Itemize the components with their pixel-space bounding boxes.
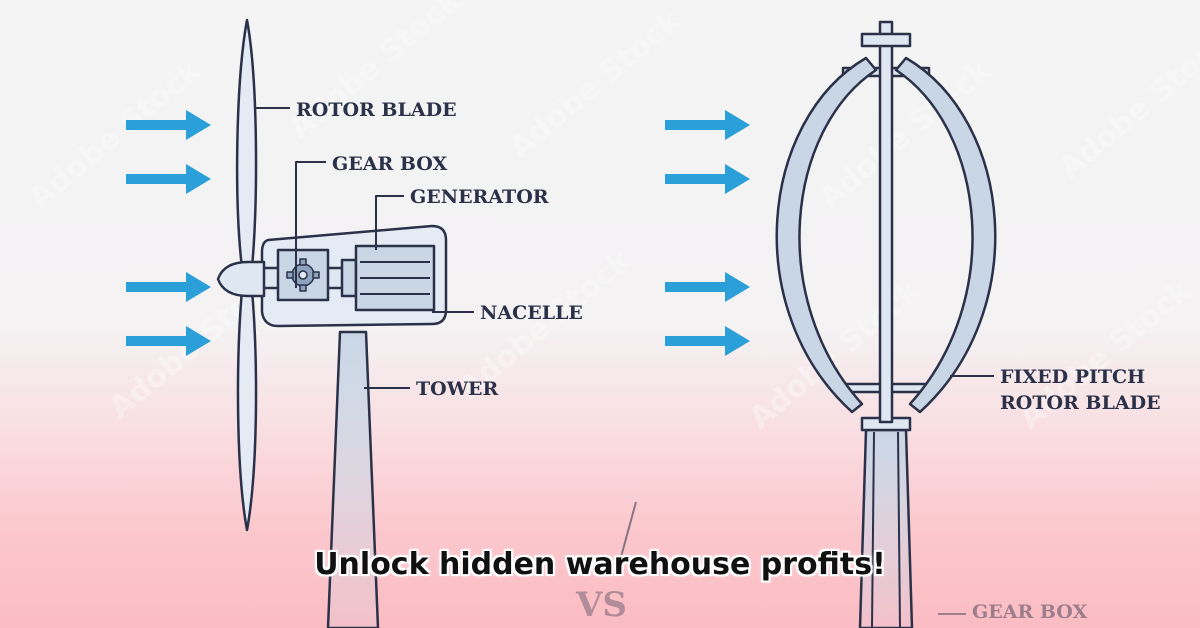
horizontal-turbine — [216, 18, 474, 628]
rotor-blade-lower — [236, 288, 258, 532]
tower — [326, 330, 380, 628]
watermark-text: Adobe Stock — [503, 2, 689, 166]
vertical-turbine — [775, 20, 997, 628]
wind-arrow-icon — [126, 110, 211, 140]
central-mast — [878, 20, 894, 424]
vs-label: VS — [575, 585, 627, 625]
wind-arrow-icon — [665, 326, 750, 356]
wind-arrows-right — [665, 110, 750, 356]
label-fixed-pitch: FIXED PITCH — [1000, 366, 1145, 388]
watermark-text: Adobe Stock — [283, 0, 469, 146]
promo-caption: Unlock hidden warehouse profits! — [314, 547, 886, 582]
label-rotor-blade: ROTOR BLADE — [296, 99, 457, 121]
watermark-text: Adobe Stock — [743, 272, 929, 436]
wind-arrow-icon — [126, 272, 211, 302]
generator-housing — [340, 258, 358, 298]
wind-arrow-icon — [665, 272, 750, 302]
rotor-hub — [216, 260, 266, 298]
tower-vertical — [858, 428, 914, 628]
label-tower: TOWER — [416, 378, 499, 400]
rotor-blade-upper — [235, 18, 258, 270]
gear-icon — [286, 258, 320, 292]
fixed-pitch-rotor-blade-left — [775, 56, 878, 414]
wind-arrow-icon — [126, 164, 211, 194]
fixed-pitch-rotor-blade-right — [894, 56, 997, 414]
label-generator: GENERATOR — [410, 186, 549, 208]
label-gear-box-partial: GEAR BOX — [972, 601, 1087, 623]
wind-arrow-icon — [665, 110, 750, 140]
label-gear-box: GEAR BOX — [332, 153, 447, 175]
mast-cap — [860, 32, 912, 48]
vs-divider — [617, 501, 637, 569]
label-rotor-blade-vertical: ROTOR BLADE — [1000, 392, 1161, 414]
watermark-text: Adobe Stock — [23, 52, 209, 216]
watermark-text: Adobe Stock — [1053, 22, 1200, 186]
wind-arrow-icon — [665, 164, 750, 194]
label-nacelle: NACELLE — [480, 302, 583, 324]
wind-arrow-icon — [126, 326, 211, 356]
wind-arrows-left — [126, 110, 211, 356]
